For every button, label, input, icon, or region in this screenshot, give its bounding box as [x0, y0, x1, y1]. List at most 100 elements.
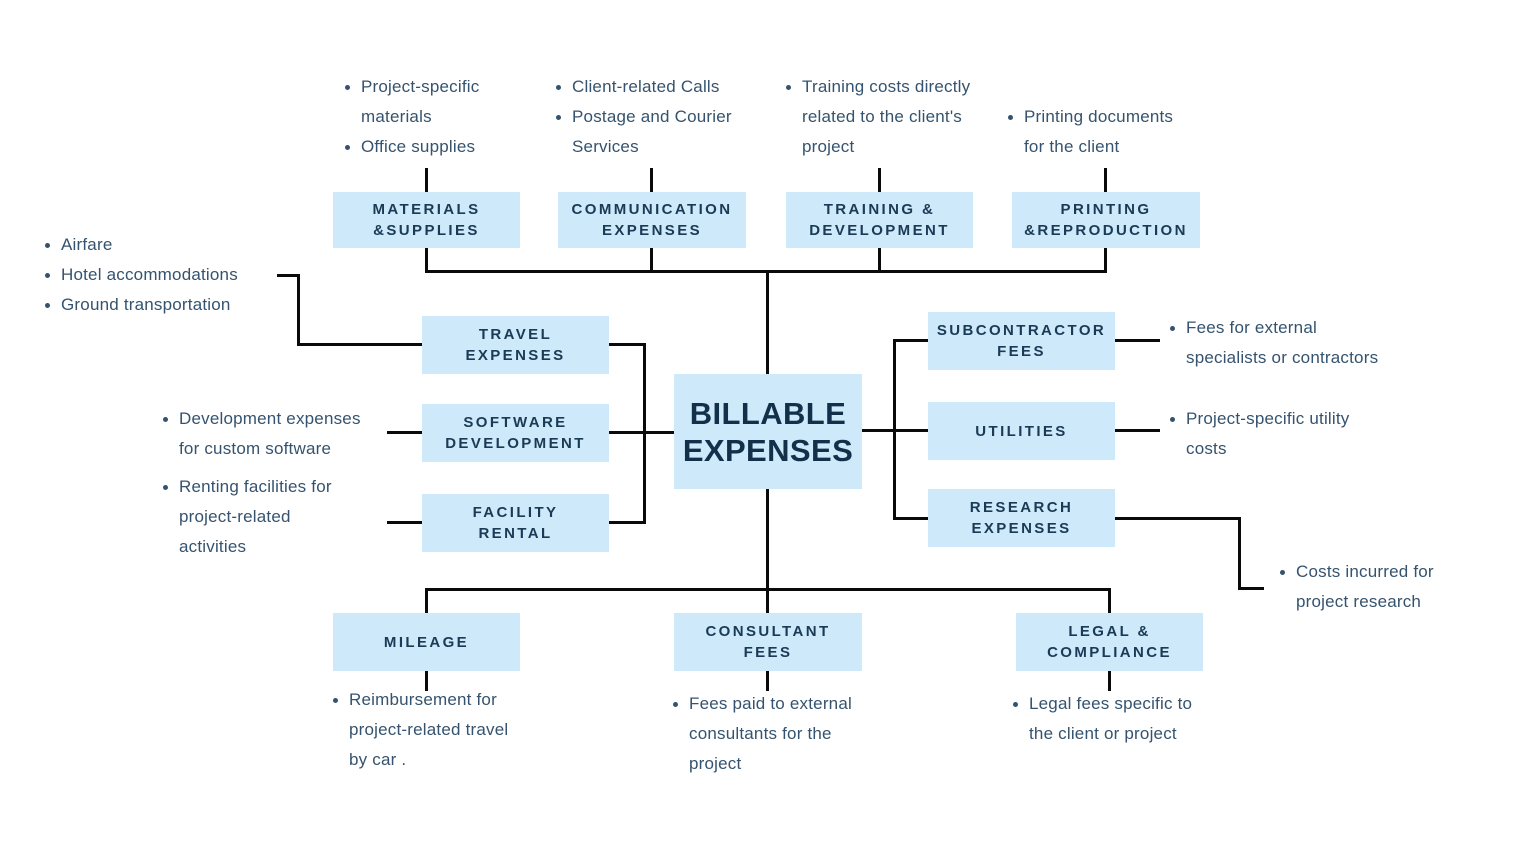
list-item: Client-related Calls	[556, 72, 781, 102]
connector-line	[893, 339, 896, 520]
node-software-development-label: SOFTWARE DEVELOPMENT	[445, 414, 586, 452]
connector-line	[766, 489, 769, 613]
connector-line	[609, 343, 646, 346]
bullet-dot-icon	[556, 115, 561, 120]
bullet-text: Reimbursement for project-related travel…	[349, 690, 509, 769]
connector-line	[425, 247, 428, 273]
connector-line	[387, 431, 422, 434]
connector-line	[1104, 168, 1107, 192]
connector-line	[1108, 671, 1111, 691]
bullet-text: Project-specific materials	[361, 77, 480, 126]
bullet-text: Fees paid to external consultants for th…	[689, 694, 852, 773]
list-item: Fees paid to external consultants for th…	[673, 689, 903, 779]
bullet-dot-icon	[1008, 115, 1013, 120]
bullets-travel: Airfare Hotel accommodations Ground tran…	[45, 230, 305, 320]
bullet-dot-icon	[333, 698, 338, 703]
connector-line	[893, 517, 928, 520]
list-item: Postage and Courier Services	[556, 102, 781, 162]
connector-line	[878, 168, 881, 192]
connector-line	[1108, 588, 1111, 613]
bullet-text: Development expenses for custom software	[179, 409, 361, 458]
bullet-text: Office supplies	[361, 137, 476, 156]
connector-line	[1104, 247, 1107, 273]
bullets-subcontractor: Fees for external specialists or contrac…	[1170, 313, 1420, 373]
connector-line	[297, 343, 422, 346]
node-consultant-fees-label: CONSULTANT FEES	[705, 623, 831, 661]
bullet-text: Costs incurred for project research	[1296, 562, 1434, 611]
connector-line	[1115, 339, 1160, 342]
node-research-expenses: RESEARCH EXPENSES	[928, 489, 1115, 547]
node-travel-expenses: TRAVEL EXPENSES	[422, 316, 609, 374]
node-printing-reproduction: PRINTING &REPRODUCTION	[1012, 192, 1200, 248]
bullet-dot-icon	[556, 85, 561, 90]
connector-line	[1238, 587, 1264, 590]
bullets-facility: Renting facilities for project-related a…	[163, 472, 393, 562]
bullet-dot-icon	[163, 417, 168, 422]
node-billable-expenses: BILLABLE EXPENSES	[674, 374, 862, 489]
bullet-dot-icon	[45, 243, 50, 248]
connector-line	[425, 671, 428, 691]
connector-line	[425, 588, 428, 613]
node-facility-rental-label: FACILITY RENTAL	[472, 504, 559, 542]
connector-line	[609, 521, 646, 524]
bullets-software: Development expenses for custom software	[163, 404, 403, 464]
node-consultant-fees: CONSULTANT FEES	[674, 613, 862, 671]
bullet-text: Postage and Courier Services	[572, 107, 732, 156]
connector-line	[766, 270, 769, 375]
connector-line	[387, 521, 422, 524]
node-subcontractor-fees: SUBCONTRACTOR FEES	[928, 312, 1115, 370]
bullet-dot-icon	[1170, 417, 1175, 422]
node-materials-supplies: MATERIALS &SUPPLIES	[333, 192, 520, 248]
bullet-dot-icon	[1170, 326, 1175, 331]
node-communication-expenses-label: COMMUNICATION EXPENSES	[571, 201, 733, 239]
bullet-dot-icon	[1280, 570, 1285, 575]
bullet-text: Project-specific utility costs	[1186, 409, 1350, 458]
connector-line	[1238, 517, 1241, 590]
list-item: Project-specific materials	[345, 72, 555, 132]
list-item: Renting facilities for project-related a…	[163, 472, 393, 562]
bullet-text: Legal fees specific to the client or pro…	[1029, 694, 1193, 743]
bullet-text: Hotel accommodations	[61, 265, 238, 284]
list-item: Hotel accommodations	[45, 260, 305, 290]
bullets-legal: Legal fees specific to the client or pro…	[1013, 689, 1253, 749]
node-training-development: TRAINING & DEVELOPMENT	[786, 192, 973, 248]
bullet-dot-icon	[1013, 702, 1018, 707]
bullet-dot-icon	[673, 702, 678, 707]
list-item: Training costs directly related to the c…	[786, 72, 1021, 162]
node-software-development: SOFTWARE DEVELOPMENT	[422, 404, 609, 462]
bullets-mileage: Reimbursement for project-related travel…	[333, 685, 563, 775]
connector-line	[893, 339, 928, 342]
list-item: Ground transportation	[45, 290, 305, 320]
connector-line	[1115, 517, 1241, 520]
connector-line	[425, 588, 1111, 591]
node-printing-reproduction-label: PRINTING &REPRODUCTION	[1024, 201, 1188, 239]
bullet-dot-icon	[345, 85, 350, 90]
connector-line	[766, 671, 769, 691]
node-mileage: MILEAGE	[333, 613, 520, 671]
bullet-text: Training costs directly related to the c…	[802, 77, 971, 156]
node-materials-supplies-label: MATERIALS &SUPPLIES	[372, 201, 481, 239]
node-subcontractor-fees-label: SUBCONTRACTOR FEES	[936, 322, 1107, 360]
connector-line	[878, 247, 881, 273]
node-communication-expenses: COMMUNICATION EXPENSES	[558, 192, 746, 248]
bullets-research: Costs incurred for project research	[1280, 557, 1500, 617]
list-item: Office supplies	[345, 132, 555, 162]
connector-line	[297, 274, 300, 346]
node-training-development-label: TRAINING & DEVELOPMENT	[809, 201, 950, 239]
bullet-text: Client-related Calls	[572, 77, 720, 96]
connector-line	[1115, 429, 1160, 432]
list-item: Fees for external specialists or contrac…	[1170, 313, 1420, 373]
bullets-materials: Project-specific materials Office suppli…	[345, 72, 555, 162]
list-item: Printing documents for the client	[1008, 102, 1223, 162]
bullet-dot-icon	[163, 485, 168, 490]
bullets-printing: Printing documents for the client	[1008, 102, 1223, 162]
list-item: Project-specific utility costs	[1170, 404, 1410, 464]
connector-line	[650, 168, 653, 192]
connector-line	[650, 247, 653, 273]
bullet-text: Renting facilities for project-related a…	[179, 477, 332, 556]
node-mileage-label: MILEAGE	[383, 633, 470, 651]
bullet-dot-icon	[45, 303, 50, 308]
bullets-consultant: Fees paid to external consultants for th…	[673, 689, 903, 779]
node-utilities: UTILITIES	[928, 402, 1115, 460]
